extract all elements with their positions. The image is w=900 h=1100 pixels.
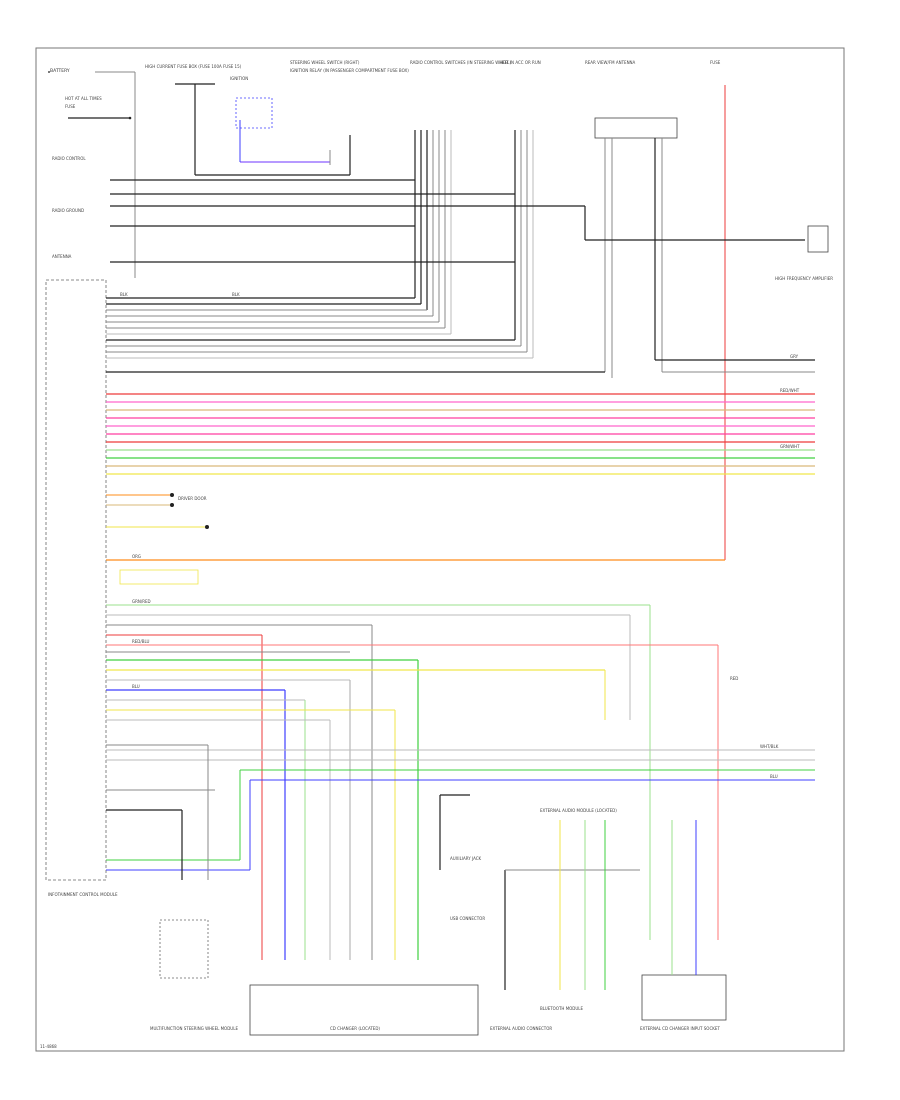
external-cd-label: EXTERNAL CD CHANGER INPUT SOCKET — [640, 1026, 720, 1031]
wire-label-blk-a: BLK — [120, 292, 128, 297]
multifunction-label: MULTIFUNCTION STEERING WHEEL MODULE — [150, 1026, 238, 1031]
fuse-label-1: FUSE — [65, 104, 76, 109]
wire-label-red: RED — [730, 676, 738, 681]
speaker-label-2: GRN/WHT — [780, 444, 800, 449]
infotainment-module-outline — [45, 279, 107, 881]
acc-bundle — [514, 130, 534, 358]
radio-module-label: RADIO CONTROL — [52, 156, 86, 161]
radio-control-switches-label: RADIO CONTROL SWITCHES (IN STEERING WHEE… — [410, 60, 511, 65]
wire-label-blu: BLU — [132, 684, 140, 689]
radio-ground-label: RADIO GROUND — [52, 208, 84, 213]
gray-bus-lines: BLK BLK GRY — [106, 292, 815, 373]
ignition-relay-box — [235, 97, 273, 129]
wire-label-wht-blk: WHT/BLK — [760, 744, 779, 749]
battery-label: BATTERY — [50, 68, 70, 74]
aux-jack-label: AUXILIARY JACK — [450, 856, 482, 861]
wire-label-blk-b: BLK — [232, 292, 240, 297]
wire-label-gry: GRY — [790, 354, 799, 359]
speaker-label-1: RED/WHT — [780, 388, 800, 393]
steering-wheel-switch-label: STEERING WHEEL SWITCH (RIGHT) — [290, 60, 360, 65]
diagram-frame — [35, 47, 845, 1052]
ext-audio-label: EXTERNAL AUDIO CONNECTOR — [490, 1026, 552, 1031]
wire-label-red-blu: RED/BLU — [132, 639, 150, 644]
rear-view-antenna-label: REAR VIEW/FM ANTENNA — [585, 60, 636, 65]
high-current-fuse-label: HIGH CURRENT FUSE BOX (FUSE 100A FUSE 15… — [145, 64, 242, 69]
footer-code: 11-4868 — [40, 1044, 57, 1049]
infotainment-module-label: INFOTAINMENT CONTROL MODULE — [48, 892, 118, 897]
speaker-bus: RED/WHT GRN/WHT — [106, 388, 815, 475]
misc-feeds: DRIVER DOOR ORG — [106, 493, 725, 585]
lower-right-bus: WHT/BLK BLU — [106, 744, 815, 880]
antenna-box — [594, 117, 678, 139]
antenna-left-label: ANTENNA — [52, 254, 72, 259]
top-section: BATTERY HOT AT ALL TIMES FUSE HIGH CURRE… — [48, 60, 833, 560]
radio-switch-bundle — [414, 130, 452, 334]
lower-wires: GRN/RED RED/BLU BLU RED — [106, 599, 738, 960]
ignition-relay-label: IGNITION — [230, 76, 248, 81]
high-freq-amp-label: HIGH FREQUENCY AMPLIFIER — [775, 276, 833, 281]
wire-label-org: ORG — [132, 554, 141, 559]
cd-changer-label: CD CHANGER (LOCATED) — [330, 1026, 380, 1031]
cd-changer-box — [249, 984, 479, 1036]
bottom-components: MULTIFUNCTION STEERING WHEEL MODULE CD C… — [40, 794, 727, 1049]
bluetooth-label: BLUETOOTH MODULE — [540, 1006, 584, 1011]
high-freq-amp-box — [807, 225, 829, 253]
ignition-relay-text: IGNITION RELAY (IN PASSENGER COMPARTMENT… — [290, 68, 409, 73]
external-cd-box — [641, 974, 727, 1021]
hot-in-acc-label: HOT IN ACC OR RUN — [500, 60, 541, 65]
wire-label-grn-red: GRN/RED — [132, 599, 151, 604]
usb-connector-label: USB CONNECTOR — [450, 916, 485, 921]
hot-at-all-times-label: HOT AT ALL TIMES — [65, 96, 102, 101]
multifunction-switch-box — [159, 919, 209, 979]
driver-door-label: DRIVER DOOR — [178, 496, 207, 501]
fuse-label-2: FUSE — [710, 60, 721, 65]
wire-label-blu-2: BLU — [770, 774, 778, 779]
ext-audio-module-label: EXTERNAL AUDIO MODULE (LOCATED) — [540, 808, 617, 813]
